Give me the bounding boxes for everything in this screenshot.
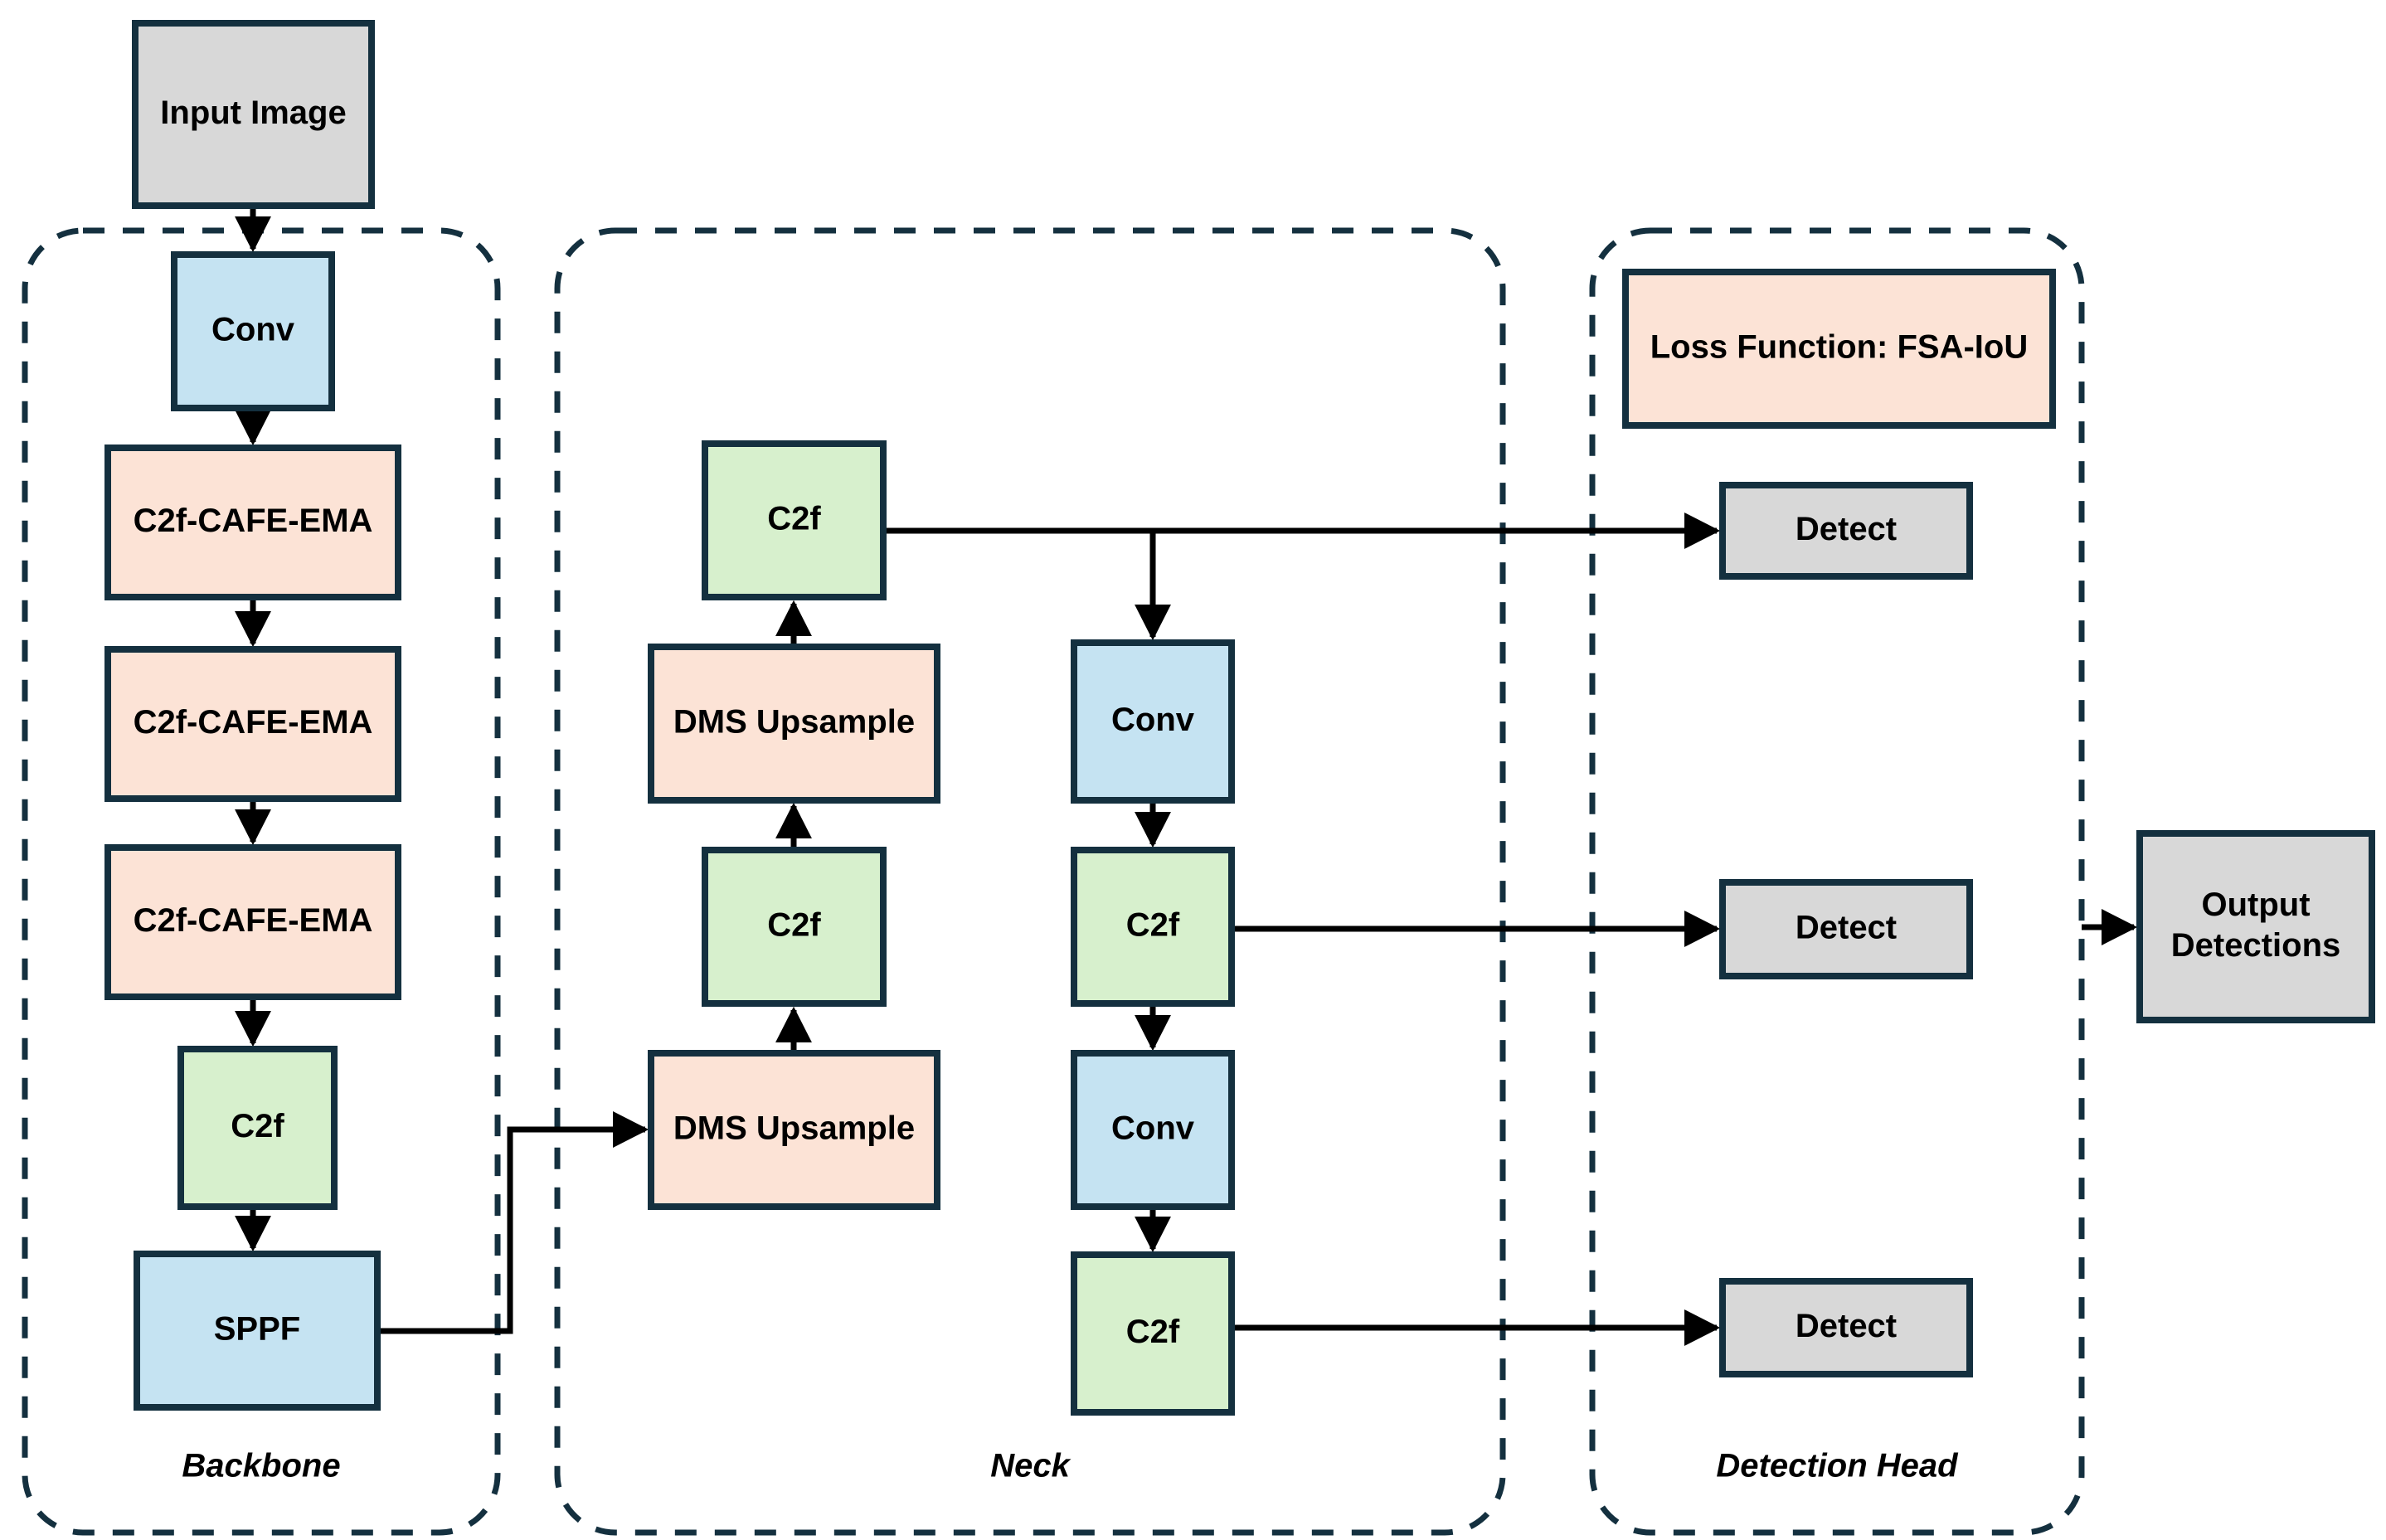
diagram-nodes: Input ImageConvC2f-CAFE-EMAC2f-CAFE-EMAC… bbox=[104, 20, 2375, 1416]
node-label-neck-conv-top: Conv bbox=[1111, 702, 1195, 738]
node-label-neck-c2f-p5: C2f bbox=[1126, 1314, 1180, 1350]
node-neck-c2f-top[interactable]: C2f bbox=[702, 440, 887, 600]
node-label-neck-c2f-p4: C2f bbox=[1126, 906, 1180, 943]
node-label-neck-conv-bot: Conv bbox=[1111, 1110, 1195, 1146]
node-label-dms-upsample-2: DMS Upsample bbox=[673, 1110, 915, 1146]
node-label-detect-3: Detect bbox=[1796, 1308, 1897, 1344]
node-dms-upsample-1[interactable]: DMS Upsample bbox=[648, 644, 940, 804]
node-label-c2f-cafe-ema-2: C2f-CAFE-EMA bbox=[134, 704, 373, 741]
node-box-dms-upsample-1 bbox=[648, 644, 940, 804]
group-label-backbone: Backbone bbox=[182, 1448, 340, 1484]
node-neck-conv-bot[interactable]: Conv bbox=[1071, 1050, 1235, 1210]
node-label-c2f-cafe-ema-1: C2f-CAFE-EMA bbox=[134, 503, 373, 539]
node-box-detect-3 bbox=[1719, 1278, 1973, 1377]
node-label-sppf: SPPF bbox=[214, 1310, 300, 1347]
node-neck-c2f-mid[interactable]: C2f bbox=[702, 847, 887, 1007]
group-labels: Backbone Neck Detection Head bbox=[182, 1448, 1959, 1484]
node-label-neck-c2f-mid: C2f bbox=[767, 906, 821, 943]
node-detect-3[interactable]: Detect bbox=[1719, 1278, 1973, 1377]
node-box-backbone-conv bbox=[171, 251, 335, 411]
node-backbone-c2f[interactable]: C2f bbox=[177, 1046, 338, 1210]
node-label-loss-function: Loss Function: FSA-IoU bbox=[1650, 328, 2029, 365]
node-box-c2f-cafe-ema-2 bbox=[104, 646, 401, 802]
node-c2f-cafe-ema-2[interactable]: C2f-CAFE-EMA bbox=[104, 646, 401, 802]
node-backbone-conv[interactable]: Conv bbox=[171, 251, 335, 411]
node-detect-1[interactable]: Detect bbox=[1719, 482, 1973, 580]
node-box-backbone-c2f bbox=[177, 1046, 338, 1210]
node-box-detect-2 bbox=[1719, 879, 1973, 979]
node-box-neck-c2f-top bbox=[702, 440, 887, 600]
group-outline-neck bbox=[554, 227, 1506, 1536]
node-box-neck-conv-top bbox=[1071, 639, 1235, 804]
node-neck-conv-top[interactable]: Conv bbox=[1071, 639, 1235, 804]
group-label-detection-head: Detection Head bbox=[1716, 1448, 1959, 1484]
node-label-neck-c2f-top: C2f bbox=[767, 500, 821, 537]
node-label-backbone-c2f: C2f bbox=[231, 1108, 284, 1144]
node-dms-upsample-2[interactable]: DMS Upsample bbox=[648, 1050, 940, 1210]
node-neck-c2f-p4[interactable]: C2f bbox=[1071, 847, 1235, 1007]
node-label-dms-upsample-1: DMS Upsample bbox=[673, 703, 915, 740]
group-label-neck: Neck bbox=[990, 1448, 1071, 1484]
node-input-image[interactable]: Input Image bbox=[132, 20, 375, 209]
node-label-c2f-cafe-ema-3: C2f-CAFE-EMA bbox=[134, 902, 373, 939]
node-neck-c2f-p5[interactable]: C2f bbox=[1071, 1251, 1235, 1416]
node-c2f-cafe-ema-1[interactable]: C2f-CAFE-EMA bbox=[104, 445, 401, 600]
node-box-c2f-cafe-ema-1 bbox=[104, 445, 401, 600]
node-c2f-cafe-ema-3[interactable]: C2f-CAFE-EMA bbox=[104, 844, 401, 1000]
node-loss-function[interactable]: Loss Function: FSA-IoU bbox=[1622, 269, 2056, 429]
group-outline-detection-head bbox=[1589, 227, 2085, 1536]
node-box-sppf bbox=[134, 1251, 381, 1411]
connector-edges bbox=[234, 206, 2138, 1347]
node-box-neck-c2f-p5 bbox=[1071, 1251, 1235, 1416]
node-box-dms-upsample-2 bbox=[648, 1050, 940, 1210]
node-box-neck-c2f-mid bbox=[702, 847, 887, 1007]
node-box-loss-function bbox=[1622, 269, 2056, 429]
node-box-input-image bbox=[132, 20, 375, 209]
node-label-detect-1: Detect bbox=[1796, 511, 1897, 547]
node-box-output-detections bbox=[2136, 830, 2375, 1023]
node-detect-2[interactable]: Detect bbox=[1719, 879, 1973, 979]
node-sppf[interactable]: SPPF bbox=[134, 1251, 381, 1411]
node-box-detect-1 bbox=[1719, 482, 1973, 580]
node-label-input-image: Input Image bbox=[160, 95, 346, 131]
node-label-detect-2: Detect bbox=[1796, 909, 1897, 945]
node-box-neck-conv-bot bbox=[1071, 1050, 1235, 1210]
node-box-neck-c2f-p4 bbox=[1071, 847, 1235, 1007]
edge-sppf-to-dms2 bbox=[377, 1110, 649, 1334]
node-label-backbone-conv: Conv bbox=[211, 311, 295, 347]
node-box-c2f-cafe-ema-3 bbox=[104, 844, 401, 1000]
